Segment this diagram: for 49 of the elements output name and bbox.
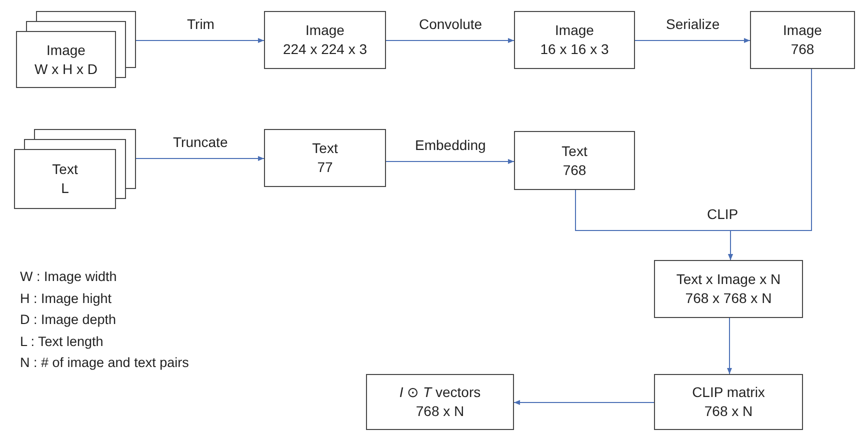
stacked-document-box — [16, 11, 136, 88]
box-text: 768 x N — [704, 402, 753, 421]
box-text: Image — [46, 40, 86, 60]
edge-label: Trim — [185, 16, 216, 32]
legend-note: H : Image hight — [20, 290, 112, 308]
process-box — [366, 374, 514, 430]
box-text: 768 x 768 x N — [685, 289, 772, 308]
box-text: CLIP matrix — [692, 383, 765, 402]
legend-note: N : # of image and text pairs — [20, 354, 189, 372]
process-box — [264, 129, 386, 187]
box-text: Image — [783, 21, 822, 40]
box-text: 224 x 224 x 3 — [282, 40, 368, 59]
process-box — [264, 11, 386, 69]
legend-note: W : Image width — [20, 268, 117, 286]
legend-note: L : Text length — [20, 332, 104, 351]
connector-arrow — [136, 38, 264, 43]
box-text: Image — [306, 21, 344, 40]
box-text: Text x Image x N — [676, 270, 781, 289]
edge-label: Convolute — [417, 16, 484, 32]
box-text: Text — [312, 139, 338, 158]
edge-label: Serialize — [664, 16, 722, 32]
edge-label: Truncate — [171, 134, 230, 150]
connector-arrow — [728, 68, 812, 260]
edge-label: Embedding — [413, 137, 488, 153]
process-box — [514, 131, 635, 190]
connector-arrow — [514, 400, 654, 405]
box-text: 768 x N — [416, 402, 464, 421]
box-text: L — [61, 179, 69, 198]
connector-arrow — [727, 318, 732, 374]
box-text: 768 — [790, 40, 814, 59]
box-text: Text — [52, 160, 78, 179]
edge-label: CLIP — [705, 206, 740, 222]
box-text: 77 — [317, 158, 333, 177]
process-box — [750, 11, 855, 69]
process-box — [654, 260, 803, 318]
connector-arrow — [634, 38, 750, 43]
box-text: I ⊙ T vectors — [399, 383, 481, 402]
connector-arrow — [136, 156, 264, 161]
connector-arrow — [386, 159, 514, 164]
box-text: Image — [555, 21, 594, 40]
box-text: 16 x 16 x 3 — [540, 40, 609, 59]
box-text: W x H x D — [34, 60, 98, 78]
process-box — [514, 11, 635, 69]
stacked-document-box — [14, 129, 136, 209]
legend-note: D : Image depth — [20, 311, 116, 329]
process-box — [654, 374, 803, 430]
box-text: Text — [562, 142, 588, 160]
connector-arrow — [386, 38, 514, 43]
box-text: 768 — [562, 160, 586, 180]
